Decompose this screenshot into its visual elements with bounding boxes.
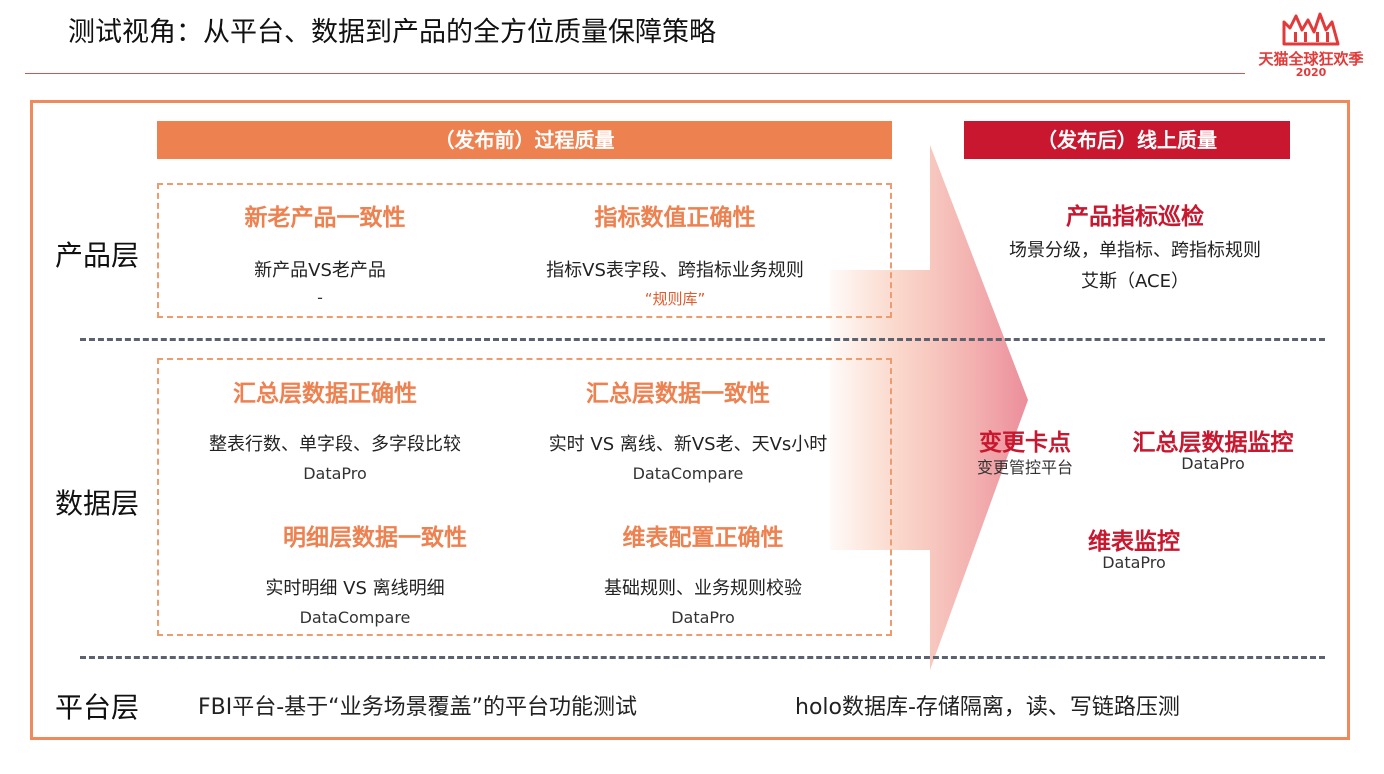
summary-consistency-desc: 实时 VS 离线、新VS老、天Vs小时	[548, 434, 828, 455]
logo-text: 天猫全球狂欢季	[1258, 50, 1364, 68]
dim-correctness-desc: 基础规则、业务规则校验	[604, 578, 802, 599]
summary-monitor-title: 汇总层数据监控	[1132, 430, 1294, 456]
dim-correctness-tool: DataPro	[671, 608, 735, 627]
flow-arrow-icon	[830, 145, 1028, 670]
change-gate-tool: 变更管控平台	[976, 458, 1073, 477]
layer-label-platform: 平台层	[55, 691, 140, 724]
page-title: 测试视角：从平台、数据到产品的全方位质量保障策略	[68, 17, 716, 48]
summary-correctness-desc: 整表行数、单字段、多字段比较	[209, 434, 461, 455]
consistency-desc: 新产品VS老产品	[254, 260, 386, 281]
consistency-title: 新老产品一致性	[244, 205, 406, 231]
metric-correctness-title: 指标数值正确性	[594, 205, 756, 231]
layer-divider	[80, 656, 1325, 659]
content-frame	[30, 100, 1350, 740]
layer-divider	[80, 338, 1325, 341]
summary-correctness-tool: DataPro	[303, 464, 367, 483]
dim-monitor-tool: DataPro	[1102, 553, 1166, 572]
product-inspection-tool: 艾斯（ACE）	[1081, 271, 1189, 292]
platform-holo-text: holo数据库-存储隔离，读、写链路压测	[795, 695, 1180, 720]
detail-consistency-desc: 实时明细 VS 离线明细	[265, 578, 445, 599]
metric-correctness-desc: 指标VS表字段、跨指标业务规则	[546, 260, 804, 281]
rule-library-note: “规则库”	[644, 290, 706, 308]
change-gate-title: 变更卡点	[979, 430, 1071, 456]
dim-correctness-title: 维表配置正确性	[622, 525, 784, 551]
tmall-logo: 天猫全球狂欢季 2020	[1252, 8, 1370, 79]
tmall-logo-icon	[1282, 12, 1340, 46]
product-inspection-desc: 场景分级，单指标、跨指标规则	[1009, 240, 1261, 261]
summary-consistency-tool: DataCompare	[632, 464, 744, 483]
layer-label-data: 数据层	[55, 487, 140, 520]
platform-fbi-text: FBI平台-基于“业务场景覆盖”的平台功能测试	[198, 695, 637, 720]
post-release-banner: （发布后）线上质量	[964, 121, 1290, 159]
summary-correctness-title: 汇总层数据正确性	[233, 381, 417, 407]
product-inspection-title: 产品指标巡检	[1066, 204, 1204, 230]
layer-label-product: 产品层	[55, 239, 140, 272]
summary-monitor-tool: DataPro	[1181, 454, 1245, 473]
logo-year: 2020	[1295, 66, 1327, 79]
consistency-tool: -	[317, 288, 323, 307]
product-layer-box	[157, 183, 892, 318]
data-layer-box	[157, 358, 892, 636]
title-divider	[25, 73, 1245, 74]
detail-consistency-title: 明细层数据一致性	[283, 525, 467, 551]
pre-release-banner: （发布前）过程质量	[157, 121, 892, 159]
summary-consistency-title: 汇总层数据一致性	[586, 381, 770, 407]
dim-monitor-title: 维表监控	[1088, 529, 1180, 555]
detail-consistency-tool: DataCompare	[299, 608, 411, 627]
